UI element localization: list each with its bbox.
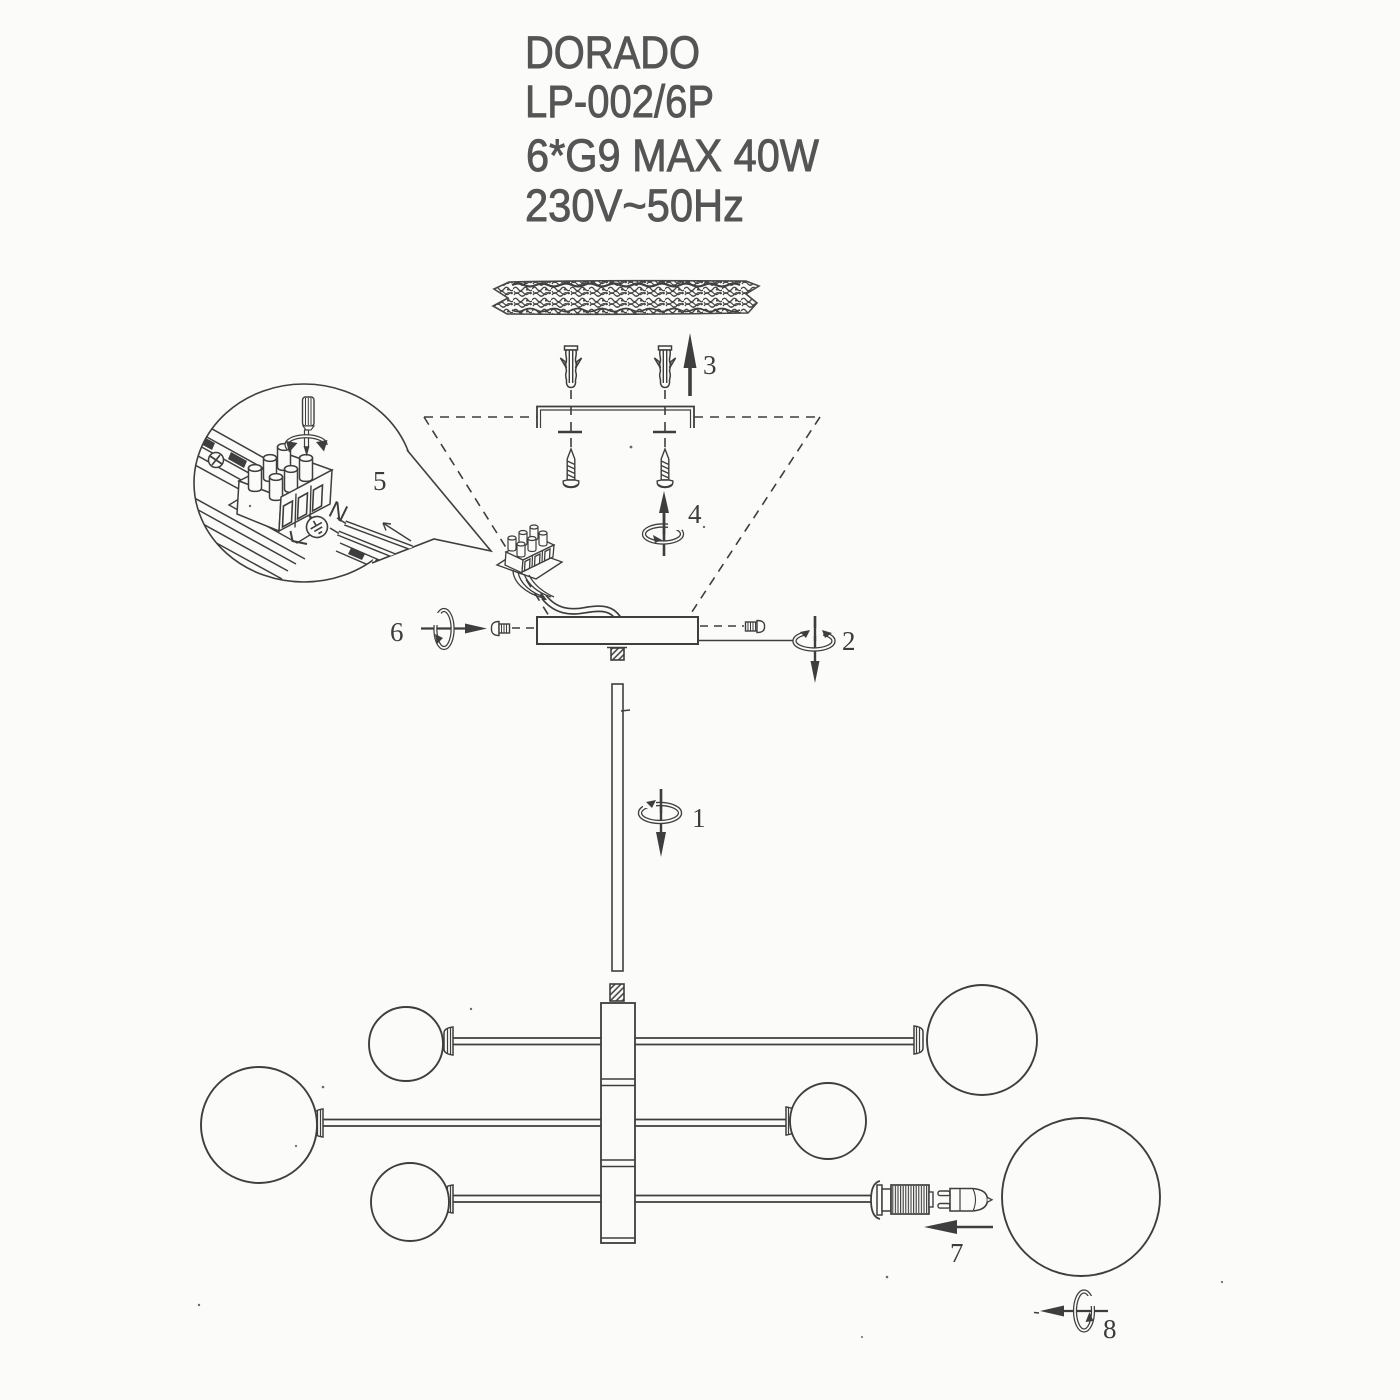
svg-text:7: 7 (950, 1238, 964, 1268)
svg-text:LP-002/6P: LP-002/6P (525, 76, 714, 127)
svg-text:230V~50Hz: 230V~50Hz (525, 180, 744, 231)
svg-text:4: 4 (688, 499, 702, 529)
svg-text:1: 1 (692, 803, 706, 833)
svg-text:5: 5 (373, 466, 387, 496)
svg-text:6*G9 MAX 40W: 6*G9 MAX 40W (526, 130, 819, 181)
svg-text:3: 3 (703, 350, 717, 380)
svg-text:8: 8 (1103, 1314, 1117, 1344)
svg-text:2: 2 (842, 626, 856, 656)
svg-text:DORADO: DORADO (525, 27, 700, 78)
svg-text:6: 6 (390, 617, 404, 647)
